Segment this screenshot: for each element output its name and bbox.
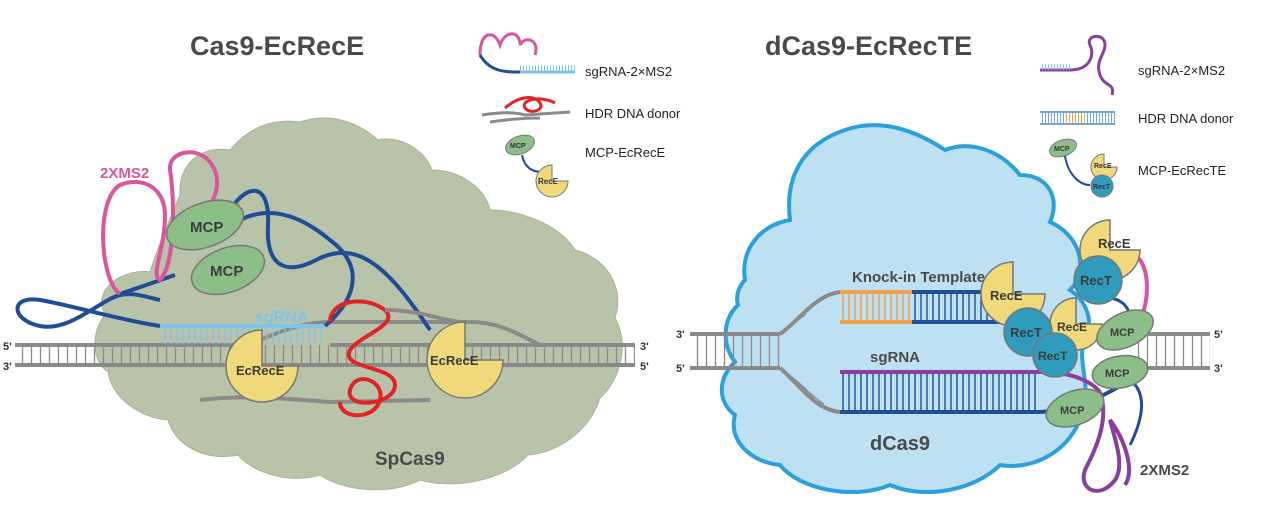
hdr-donor-red — [328, 299, 398, 418]
right-panel: dCas9-EcRecTE Knock-in Template sgRNA — [676, 31, 1234, 495]
right-mcp-3-label: MCP — [1060, 405, 1084, 417]
right-mcp-2 — [1091, 354, 1149, 390]
left-legend-donor: HDR DNA donor — [585, 106, 681, 121]
right-legend-sgrna: sgRNA-2×MS2 — [1138, 63, 1225, 78]
sgrna-label: sgRNA — [255, 309, 309, 326]
left-end-5-right: 5' — [640, 361, 649, 373]
right-legend-fusion: MCP-EcRecTE — [1138, 163, 1226, 178]
right-end-5-left: 5' — [676, 363, 685, 375]
ecrece-right — [426, 321, 504, 399]
right-sgrna-rungs — [840, 374, 1040, 412]
right-mcp-1-label: MCP — [1110, 327, 1134, 339]
rect-2-label: RecT — [1080, 273, 1112, 288]
ecrece-left-label: EcRecE — [236, 363, 285, 378]
left-dna-rungs — [15, 345, 635, 365]
rece-2-label: RecE — [1098, 236, 1131, 251]
left-title: Cas9-EcRecE — [190, 31, 364, 61]
ecrece-right-label: EcRecE — [430, 353, 479, 368]
sgrna-backbone — [15, 292, 161, 329]
knockin-label: Knock-in Template — [852, 269, 985, 286]
left-panel: Cas9-EcRecE 2XMS2 MCP MCP — [3, 31, 681, 491]
right-end-3-left: 3' — [676, 329, 685, 341]
right-end-5-right: 5' — [1214, 329, 1223, 341]
rect-3-label: RecT — [1038, 349, 1068, 363]
right-end-3-right: 3' — [1214, 363, 1223, 375]
spcas9-label: SpCas9 — [375, 449, 445, 470]
right-mcp-3 — [1045, 388, 1105, 428]
left-legend-rece-icon: RecE — [538, 177, 559, 186]
ms2-label: 2XMS2 — [100, 165, 149, 182]
mcp-bottom-label: MCP — [210, 263, 243, 280]
right-sgrna-label: sgRNA — [870, 349, 920, 366]
right-mcp-1 — [1096, 309, 1154, 351]
rece-3-label: RecE — [1057, 320, 1087, 334]
rect-3 — [1032, 332, 1078, 378]
right-legend: sgRNA-2×MS2 HDR DNA donor MCP RecE RecT … — [1040, 34, 1234, 198]
mcp-bottom — [190, 244, 266, 296]
right-legend-rece-icon: RecE — [1094, 163, 1112, 170]
dcas9-label: dCas9 — [870, 433, 930, 455]
right-legend-mcp-icon: MCP — [1054, 146, 1070, 153]
right-ms2-label: 2XMS2 — [1140, 462, 1189, 479]
right-dna-left-rungs — [690, 334, 780, 368]
right-legend-donor: HDR DNA donor — [1138, 111, 1234, 126]
rect-2 — [1073, 255, 1123, 305]
left-end-3-left: 3' — [3, 361, 12, 373]
left-end-5-left: 5' — [3, 341, 12, 353]
rect-1-label: RecT — [1010, 325, 1042, 340]
left-legend: sgRNA-2×MS2 HDR DNA donor MCP RecE MCP-E… — [478, 32, 681, 198]
knockin-orange-rungs — [840, 292, 912, 322]
mcp-top-label: MCP — [190, 219, 223, 236]
rece-1-label: RecE — [990, 288, 1023, 303]
left-legend-sgrna: sgRNA-2×MS2 — [585, 64, 672, 79]
ms2-loops — [101, 150, 219, 296]
left-end-3-right: 3' — [640, 341, 649, 353]
right-title: dCas9-EcRecTE — [765, 31, 972, 61]
mcp-top — [165, 199, 245, 251]
right-mcp-2-label: MCP — [1105, 368, 1129, 380]
left-legend-fusion: MCP-EcRecE — [585, 145, 666, 160]
right-legend-rect-icon: RecT — [1093, 184, 1111, 191]
right-ms2-loops — [1081, 391, 1131, 493]
left-legend-mcp-icon: MCP — [510, 143, 526, 150]
